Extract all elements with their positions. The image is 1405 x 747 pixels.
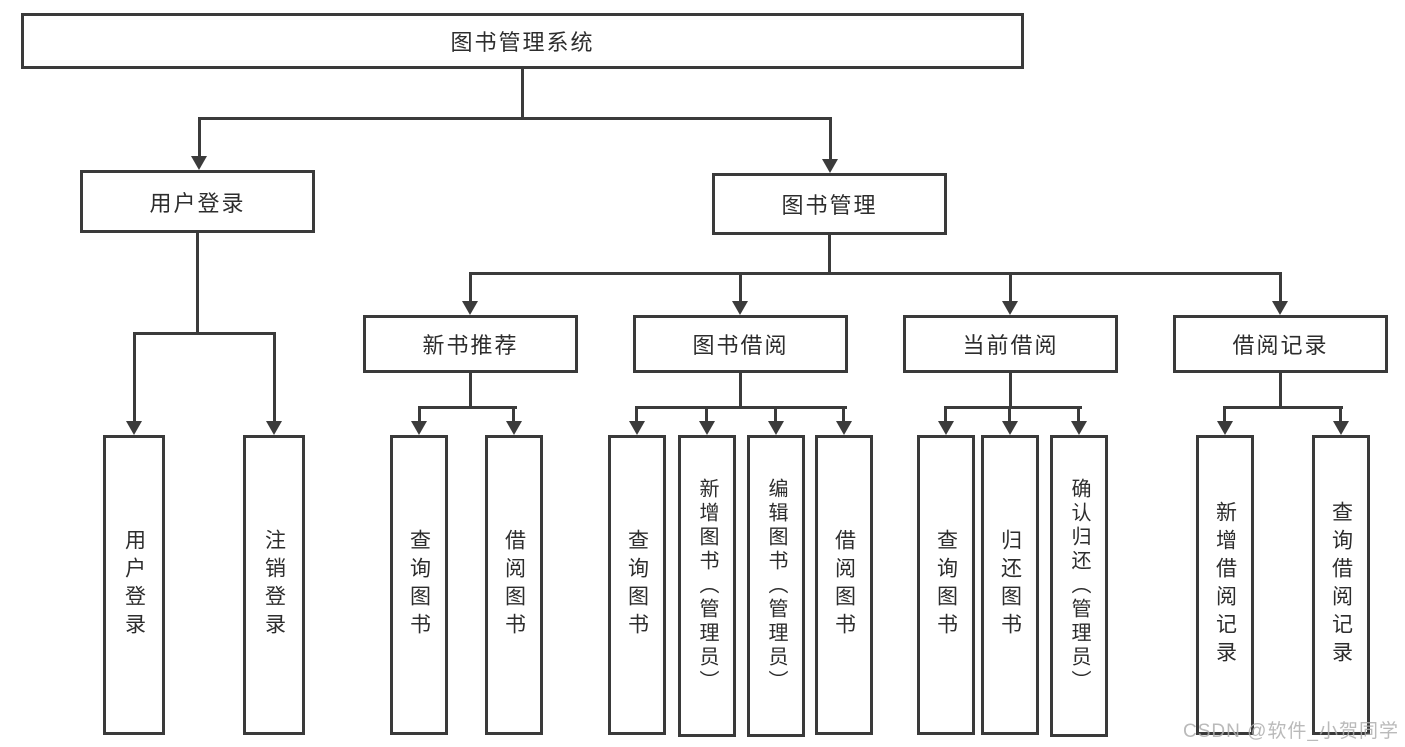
leaf-logout-login: 注销登录	[243, 435, 305, 735]
connector-mgmt-split	[469, 272, 1282, 275]
leaf-user-login: 用户登录	[103, 435, 165, 735]
arrowhead-leaf-login	[126, 421, 142, 435]
connector-borrowing-trunk	[739, 373, 742, 408]
connector-login-trunk	[196, 233, 199, 334]
arrowhead-new-books	[462, 301, 478, 315]
csdn-watermark: CSDN @软件_小贺同学	[1183, 721, 1399, 742]
arrowhead-rc-query	[1333, 421, 1349, 435]
connector-stem-bw-query	[635, 406, 638, 422]
leaf-current-confirm-return-admin: 确认归还（管理员）	[1050, 435, 1108, 737]
connector-current-split	[945, 406, 1082, 409]
node-book-management: 图书管理	[712, 173, 947, 235]
leaf-records-query-record: 查询借阅记录	[1312, 435, 1370, 735]
connector-stem-user-login	[198, 117, 201, 158]
arrowhead-cu-confirm	[1071, 421, 1087, 435]
connector-records-split	[1224, 406, 1343, 409]
connector-stem-book-mgmt	[829, 117, 832, 160]
connector-stem-leaf-login	[133, 332, 136, 422]
arrowhead-cu-query	[938, 421, 954, 435]
connector-records-trunk	[1279, 373, 1282, 408]
connector-newbooks-split	[418, 406, 517, 409]
connector-stem-cu-confirm	[1077, 406, 1080, 422]
connector-root-split	[198, 117, 832, 120]
connector-stem-rc-query	[1339, 406, 1342, 422]
connector-stem-bw-add	[705, 406, 708, 422]
connector-current-trunk	[1009, 373, 1012, 408]
arrowhead-book-mgmt	[822, 159, 838, 173]
leaf-records-add-record: 新增借阅记录	[1196, 435, 1254, 735]
arrowhead-cu-return	[1002, 421, 1018, 435]
connector-stem-rc-add	[1223, 406, 1226, 422]
connector-stem-nb-query	[418, 406, 421, 422]
node-borrowing-records: 借阅记录	[1173, 315, 1388, 373]
connector-stem-new-books	[469, 272, 472, 303]
leaf-borrowing-edit-books-admin: 编辑图书（管理员）	[747, 435, 805, 737]
connector-stem-records	[1279, 272, 1282, 303]
connector-newbooks-trunk	[469, 373, 472, 408]
arrowhead-leaf-logout	[266, 421, 282, 435]
leaf-newbooks-query-books: 查询图书	[390, 435, 448, 735]
leaf-borrowing-query-books: 查询图书	[608, 435, 666, 735]
connector-mgmt-trunk	[828, 235, 831, 274]
arrowhead-current	[1002, 301, 1018, 315]
arrowhead-bw-add	[699, 421, 715, 435]
connector-borrowing-split	[636, 406, 847, 409]
leaf-current-query-books: 查询图书	[917, 435, 975, 735]
leaf-newbooks-borrow-books: 借阅图书	[485, 435, 543, 735]
node-user-login: 用户登录	[80, 170, 315, 233]
arrowhead-borrowing	[732, 301, 748, 315]
arrowhead-nb-borrow	[506, 421, 522, 435]
arrowhead-bw-edit	[768, 421, 784, 435]
leaf-borrowing-add-books-admin: 新增图书（管理员）	[678, 435, 736, 737]
connector-stem-borrowing	[739, 272, 742, 303]
leaf-borrowing-borrow-books: 借阅图书	[815, 435, 873, 735]
arrowhead-bw-query	[629, 421, 645, 435]
node-current-borrowing: 当前借阅	[903, 315, 1118, 373]
leaf-current-return-books: 归还图书	[981, 435, 1039, 735]
node-book-borrowing: 图书借阅	[633, 315, 848, 373]
connector-root-trunk	[521, 69, 524, 120]
connector-login-split	[133, 332, 276, 335]
connector-stem-bw-edit	[774, 406, 777, 422]
connector-stem-bw-borrow	[842, 406, 845, 422]
connector-stem-current	[1009, 272, 1012, 303]
arrowhead-records	[1272, 301, 1288, 315]
connector-stem-cu-return	[1008, 406, 1011, 422]
node-new-book-recommend: 新书推荐	[363, 315, 578, 373]
connector-stem-cu-query	[944, 406, 947, 422]
arrowhead-bw-borrow	[836, 421, 852, 435]
arrowhead-nb-query	[411, 421, 427, 435]
arrowhead-user-login	[191, 156, 207, 170]
node-library-system: 图书管理系统	[21, 13, 1024, 69]
connector-stem-leaf-logout	[273, 332, 276, 422]
connector-stem-nb-borrow	[512, 406, 515, 422]
arrowhead-rc-add	[1217, 421, 1233, 435]
